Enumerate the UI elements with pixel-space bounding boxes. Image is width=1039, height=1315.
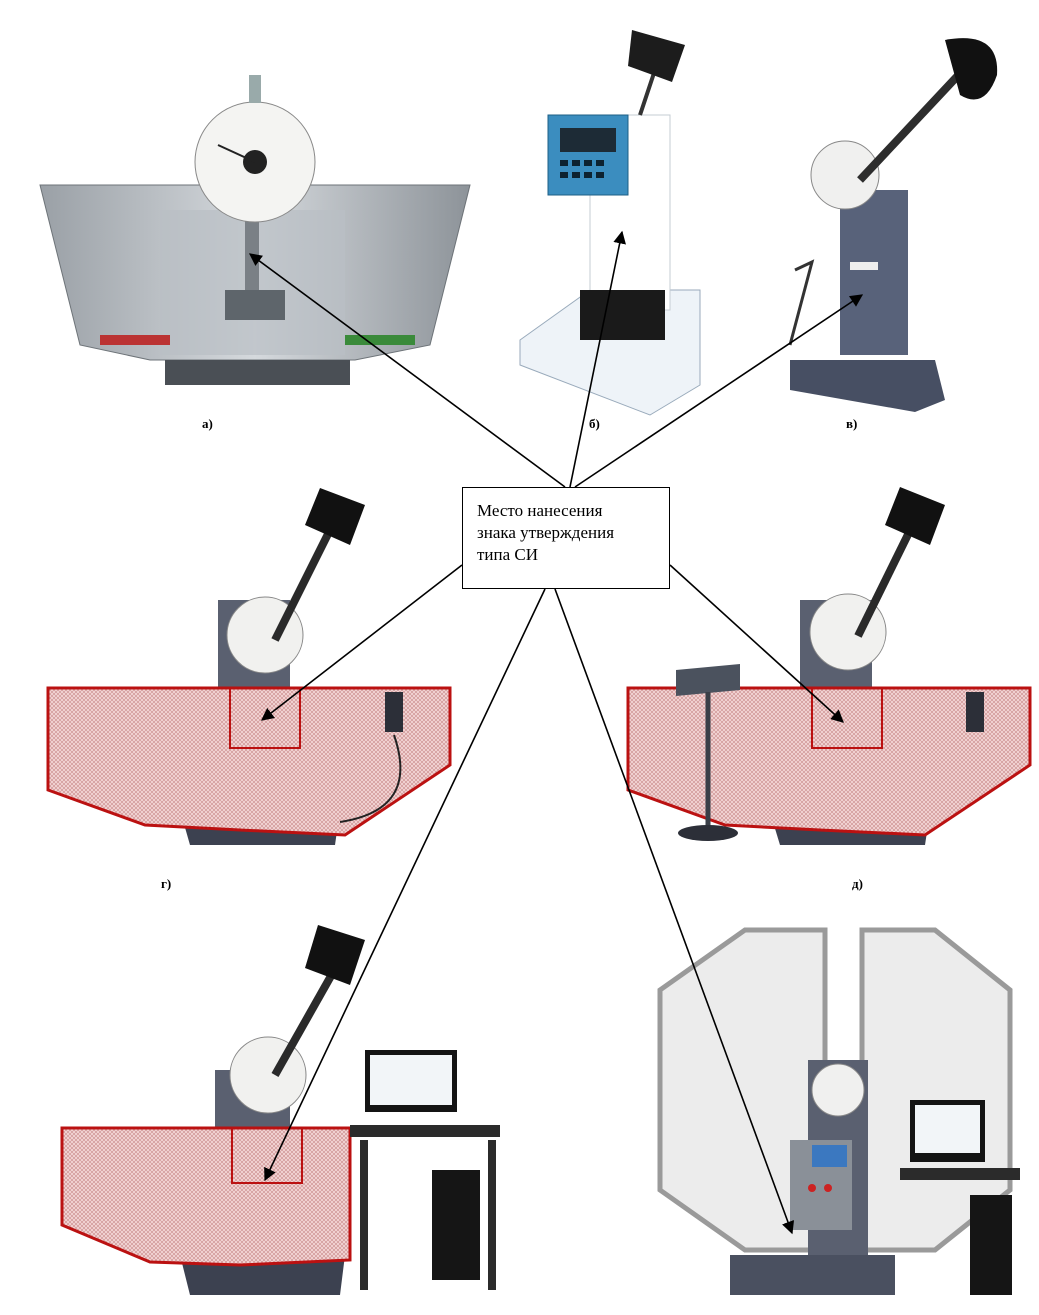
arrow-to-g [260,564,463,721]
arrow-to-pc-left [264,588,546,1182]
callout-line-1: Место нанесения [477,501,603,520]
caption-g: г) [161,876,172,891]
tester-b-image [519,30,701,416]
callout-line-3: типа СИ [477,545,539,564]
tester-pc-right-image [657,927,1020,1295]
caption-a: а) [202,416,213,431]
arrow-to-d [669,564,844,723]
callout-line-2: знака утверждения [477,523,615,542]
leader-lines [248,230,864,1235]
arrow-to-b [569,230,626,488]
arrow-to-a [248,253,566,488]
tester-v-image [788,38,998,412]
tester-a-image [39,75,471,385]
arrow-to-v [574,294,864,488]
callout-box: Место нанесения знака утверждения типа С… [462,487,670,589]
caption-d: д) [852,876,863,891]
tester-g-image [46,488,452,845]
arrow-to-pc-right [554,588,795,1235]
caption-v: в) [846,416,858,431]
caption-b: б) [589,416,600,431]
tester-d-image [626,487,1032,845]
tester-pc-left-image [60,925,500,1295]
